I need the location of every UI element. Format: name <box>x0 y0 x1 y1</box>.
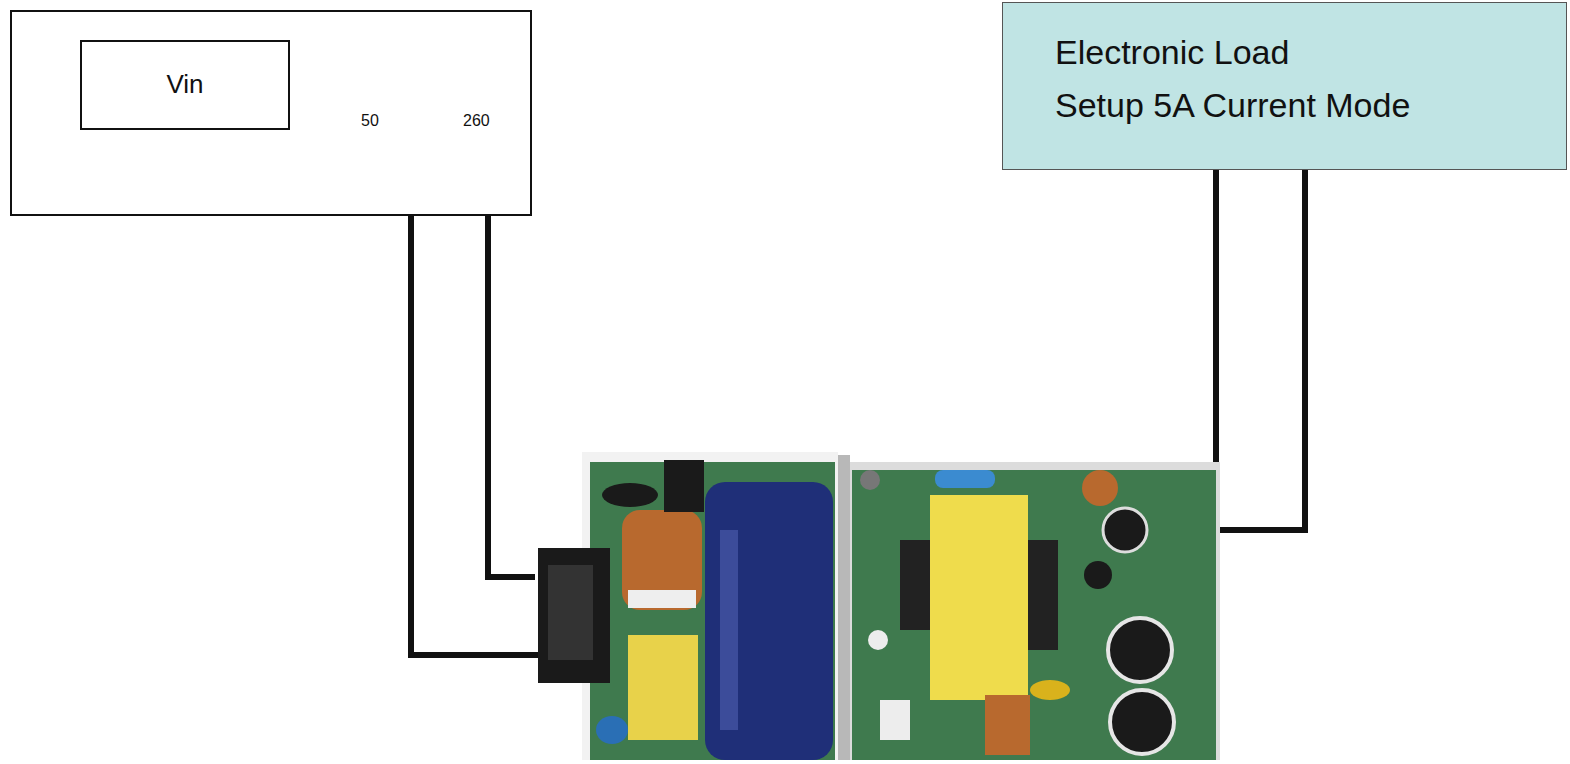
power-supply-board <box>538 452 1220 760</box>
y-capacitor <box>596 716 628 744</box>
y-capacitor <box>935 470 995 488</box>
common-mode-choke <box>622 510 702 610</box>
output-capacitor <box>1110 690 1174 754</box>
board-frame <box>848 462 1220 760</box>
transformer-core <box>900 540 930 630</box>
transformer <box>930 495 1028 700</box>
capacitor <box>1030 680 1070 700</box>
wire <box>488 184 535 577</box>
load-title: Electronic Load <box>1055 33 1289 72</box>
pcb <box>852 470 1216 760</box>
component <box>1084 561 1112 589</box>
dial-min-label: 50 <box>361 112 379 130</box>
component <box>860 470 880 490</box>
bulk-capacitor <box>705 482 833 760</box>
display-box: Vin <box>80 40 290 130</box>
capacitor-marking <box>720 530 738 730</box>
choke-band <box>628 590 696 608</box>
transformer-core <box>1028 540 1058 650</box>
thermistor <box>602 483 658 507</box>
heatsink <box>838 455 850 760</box>
output-inductor <box>1082 470 1118 506</box>
component <box>868 630 888 650</box>
ac-inlet <box>538 548 610 683</box>
winding <box>985 695 1030 755</box>
ac-inlet-face <box>548 565 593 660</box>
pcb <box>590 462 835 760</box>
dial-max-label: 260 <box>463 112 490 130</box>
ac-source-box: 50 260 Vin <box>10 10 532 216</box>
output-capacitor <box>1108 618 1172 682</box>
wire <box>411 184 550 655</box>
output-capacitor <box>1103 508 1147 552</box>
wire <box>1170 170 1216 488</box>
x-capacitor <box>628 635 698 740</box>
load-box: Electronic LoadSetup 5A Current Mode <box>1002 2 1567 170</box>
bridge-rectifier <box>664 460 704 512</box>
board-frame <box>582 452 838 760</box>
controller-label <box>880 700 910 740</box>
display-label: Vin <box>166 70 203 100</box>
load-setting: Setup 5A Current Mode <box>1055 86 1410 125</box>
